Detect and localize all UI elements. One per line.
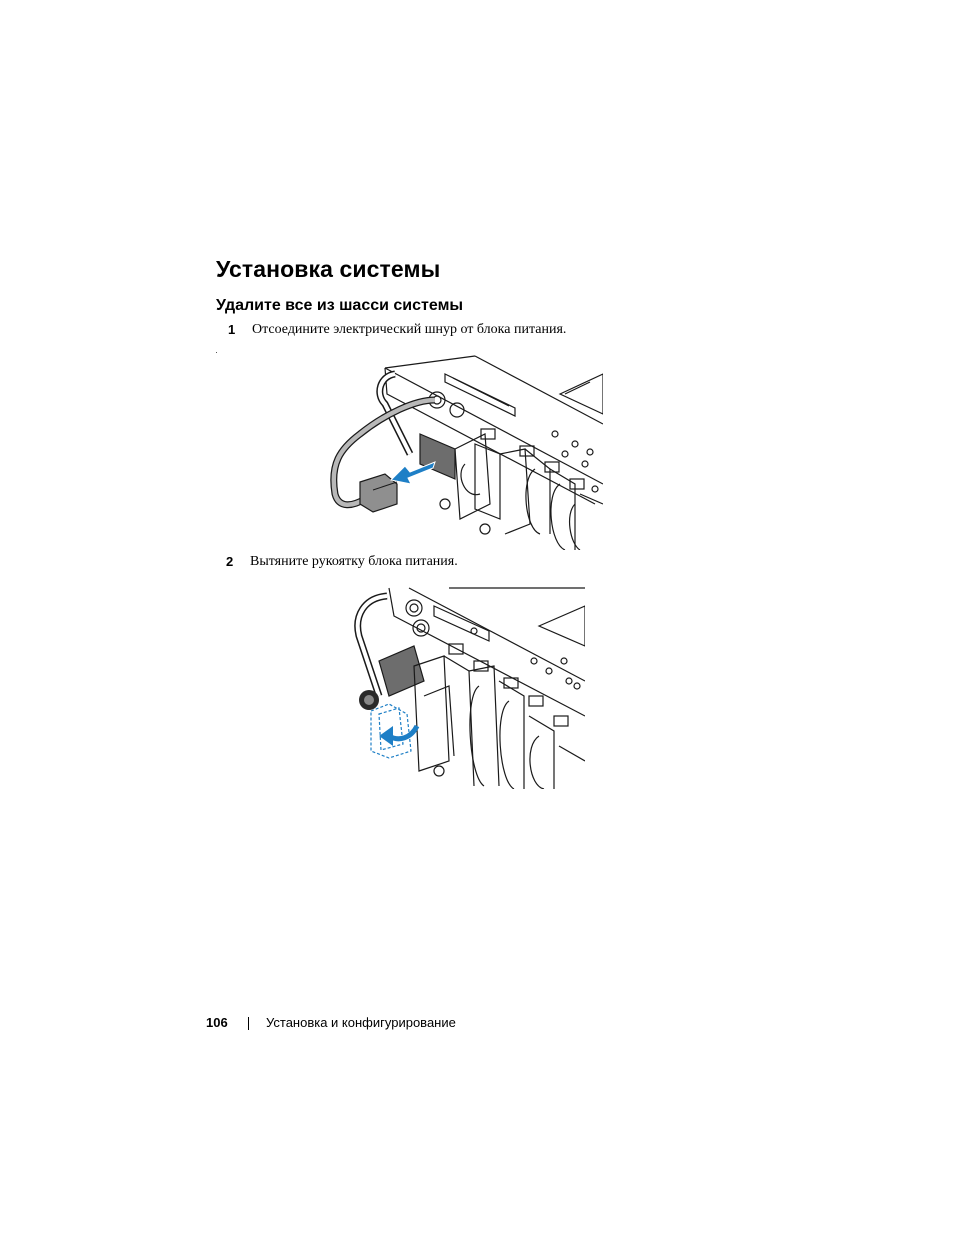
psu-handle-illustration bbox=[354, 587, 585, 789]
step-number: 2 bbox=[226, 554, 234, 569]
footer-divider bbox=[248, 1017, 249, 1030]
step-text: Отсоедините электрический шнур от блока … bbox=[252, 322, 567, 337]
step-text: Вытяните рукоятку блока питания. bbox=[250, 554, 458, 569]
page-number: 106 bbox=[206, 1015, 228, 1030]
stray-mark bbox=[216, 352, 217, 353]
power-cord-illustration bbox=[330, 355, 603, 550]
page-title: Установка системы bbox=[216, 256, 441, 282]
footer-section-title: Установка и конфигурирование bbox=[266, 1015, 456, 1030]
section-heading: Удалите все из шасси системы bbox=[216, 297, 464, 314]
step-number: 1 bbox=[228, 322, 236, 337]
